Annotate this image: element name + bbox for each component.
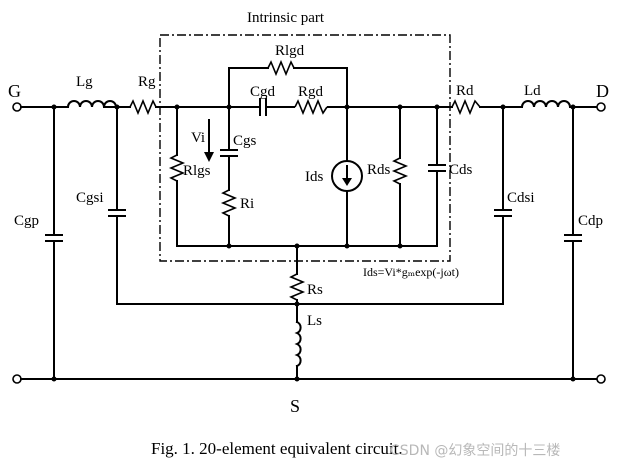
- capacitor-cds: [428, 106, 446, 247]
- label-rg: Rg: [138, 74, 156, 90]
- intrinsic-title: Intrinsic part: [247, 10, 325, 26]
- label-rs: Rs: [307, 282, 323, 298]
- intrinsic-boundary: [159, 34, 451, 262]
- drain-terminal[interactable]: [596, 102, 606, 112]
- gate-line: [12, 98, 606, 116]
- ground-line: [12, 374, 606, 384]
- label-rd: Rd: [456, 83, 474, 99]
- label-vi: Vi: [191, 130, 205, 146]
- resistor-rlgs: [168, 106, 186, 247]
- source-terminal-left[interactable]: [12, 374, 22, 384]
- rlgd-bridge: [228, 59, 348, 108]
- source-branch: [288, 245, 306, 382]
- label-cdsi: Cdsi: [507, 190, 535, 206]
- resistor-rds: [391, 106, 409, 247]
- label-rlgd: Rlgd: [275, 43, 305, 59]
- inductor-lg: [66, 100, 118, 109]
- equation-ids: Ids=Vi*gₘexp(-jωt): [363, 265, 459, 279]
- branch-cgs-ri: [220, 106, 238, 247]
- label-rgd: Rgd: [298, 84, 324, 100]
- label-ld: Ld: [524, 83, 541, 99]
- resistor-rg: [129, 98, 157, 116]
- capacitor-cdsi: [494, 106, 512, 305]
- label-ids: Ids: [305, 169, 323, 185]
- capacitor-cgd: [259, 98, 267, 116]
- current-source-ids: [331, 106, 363, 247]
- label-d: D: [596, 81, 609, 101]
- watermark: CSDN @幻象空间的十三楼: [390, 443, 560, 459]
- label-cgsi: Cgsi: [76, 190, 104, 206]
- label-cds: Cds: [449, 162, 473, 178]
- inductor-ld: [520, 100, 572, 109]
- gate-terminal[interactable]: [12, 102, 22, 112]
- capacitor-cdp: [564, 106, 582, 380]
- capacitor-cgsi: [108, 106, 126, 305]
- label-s: S: [290, 396, 300, 416]
- figure-caption: Fig. 1. 20-element equivalent circuit.: [151, 439, 403, 458]
- capacitor-cgp: [45, 106, 63, 380]
- vi-arrow: [204, 119, 214, 162]
- resistor-rd: [451, 98, 481, 116]
- label-ri: Ri: [240, 196, 254, 212]
- label-rds: Rds: [367, 162, 391, 178]
- label-cgs: Cgs: [233, 133, 257, 149]
- label-ls: Ls: [307, 313, 322, 329]
- label-cgd: Cgd: [250, 84, 276, 100]
- label-cdp: Cdp: [578, 213, 603, 229]
- label-g: G: [8, 81, 21, 101]
- resistor-rgd: [294, 98, 328, 116]
- label-rlgs: Rlgs: [183, 163, 211, 179]
- label-cgp: Cgp: [14, 213, 39, 229]
- label-lg: Lg: [76, 74, 93, 90]
- source-terminal-right[interactable]: [596, 374, 606, 384]
